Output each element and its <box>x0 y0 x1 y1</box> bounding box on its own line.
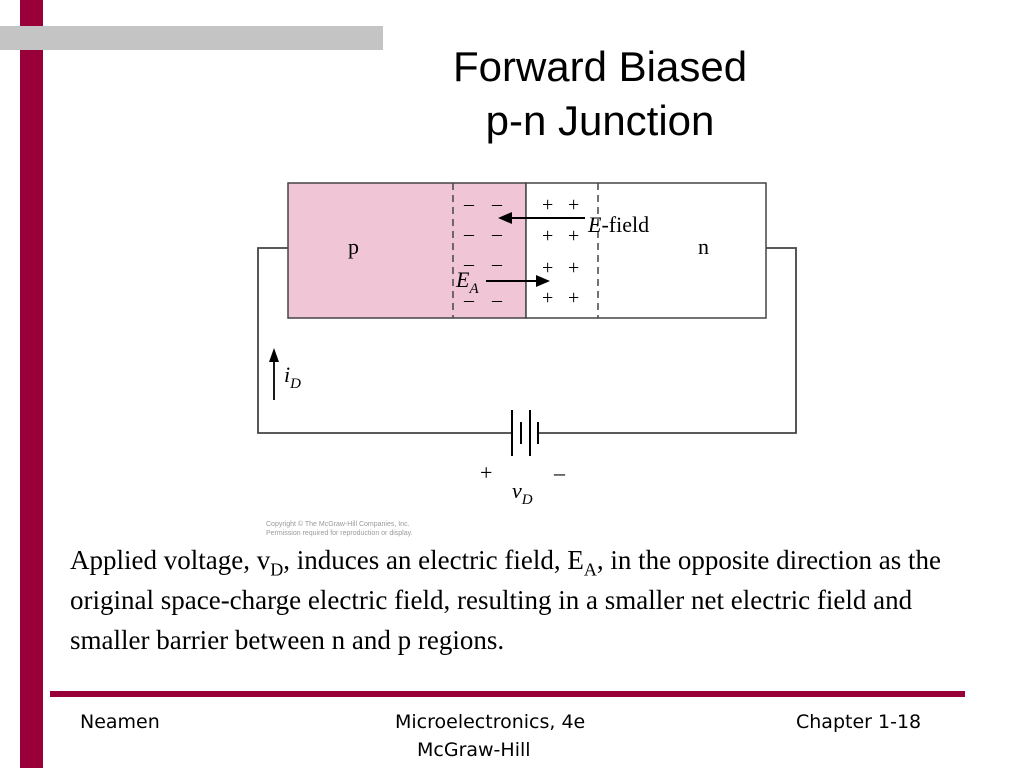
n-label: n <box>698 234 709 259</box>
copyright-line-1: Copyright © The McGraw-Hill Companies, I… <box>266 520 410 528</box>
n-region <box>525 182 767 319</box>
minus-sign: – <box>491 289 503 311</box>
plus-sign: + <box>542 257 553 279</box>
ea-arrowhead <box>536 275 550 287</box>
minus-sign: – <box>491 223 503 245</box>
battery-minus: – <box>553 460 566 485</box>
bottom-rule <box>50 691 965 697</box>
ea-label: EA <box>455 267 479 297</box>
plus-sign: + <box>568 257 579 279</box>
minus-sign: – <box>491 253 503 275</box>
minus-sign: – <box>463 193 475 215</box>
top-gray-bar <box>0 26 383 50</box>
battery-plus: + <box>480 460 492 485</box>
caption-text-1: Applied voltage, v <box>70 545 271 575</box>
p-region <box>287 182 527 319</box>
ea-subscript: A <box>468 281 479 297</box>
footer-book-title: Microelectronics, 4e <box>395 711 586 733</box>
slide-title: Forward Biased p-n Junction <box>380 40 820 148</box>
e-field-letter: E <box>587 212 602 237</box>
current-arrowhead <box>269 348 279 362</box>
current-subscript: D <box>289 376 301 392</box>
plus-sign: + <box>568 194 579 216</box>
plus-sign: + <box>568 287 579 309</box>
plus-sign: + <box>568 225 579 247</box>
current-label: iD <box>284 362 301 392</box>
voltage-letter: v <box>512 478 522 503</box>
minus-sign: – <box>463 289 475 311</box>
caption-subscript-2: A <box>583 559 597 580</box>
minus-sign: – <box>463 223 475 245</box>
e-field-arrowhead <box>498 212 512 224</box>
plus-sign: + <box>542 194 553 216</box>
caption-text-3: , in the opposite direction as the origi… <box>70 545 942 655</box>
p-label: p <box>348 234 359 259</box>
copyright-line-2: Permission required for reproduction or … <box>266 530 413 537</box>
circuit-wire-right <box>538 247 797 434</box>
minus-sign: – <box>463 253 475 275</box>
minus-sign: – <box>491 193 503 215</box>
plus-sign: + <box>542 225 553 247</box>
e-field-label: E-field <box>587 212 649 237</box>
left-accent-bar <box>20 0 43 768</box>
ea-letter: E <box>455 267 470 292</box>
footer-book: Microelectronics, 4e McGraw-Hill <box>395 708 585 764</box>
e-field-word: -field <box>601 212 649 237</box>
caption-text-2: , induces an electric field, E <box>283 545 584 575</box>
slide-caption: Applied voltage, vD, induces an electric… <box>70 540 970 660</box>
voltage-subscript: D <box>521 492 533 508</box>
current-letter: i <box>284 362 290 387</box>
footer-chapter: Chapter 1-18 <box>796 711 922 733</box>
voltage-label: vD <box>512 478 533 508</box>
footer-author: Neamen <box>80 711 160 733</box>
caption-subscript-1: D <box>270 559 284 580</box>
pn-junction-diagram: p n – – – – – – – – + + + + + + + + E-fi… <box>257 182 797 537</box>
plus-sign: + <box>542 287 553 309</box>
title-line-1: Forward Biased <box>452 43 748 90</box>
title-line-2: p-n Junction <box>485 97 715 144</box>
circuit-wire-left <box>257 247 512 434</box>
footer-publisher: McGraw-Hill <box>417 739 531 761</box>
